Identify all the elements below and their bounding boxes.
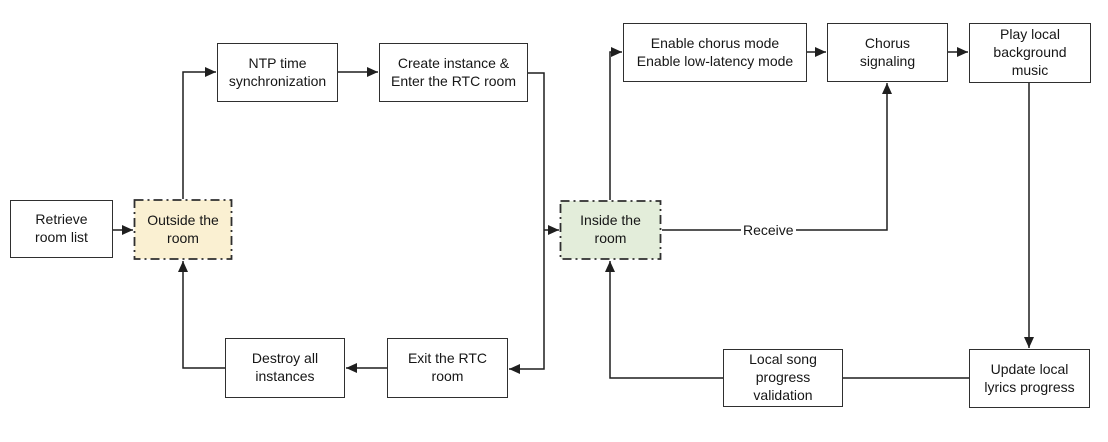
- node-outside-the-room: Outside the room: [147, 211, 219, 246]
- edge-create-to-exit: [509, 72, 545, 374]
- node-enable-chorus-low-latency: Enable chorus mode Enable low-latency mo…: [623, 23, 807, 82]
- edge-inside-to-enable: [609, 47, 622, 200]
- node-ntp-time-synchronization: NTP time synchronization: [217, 43, 338, 102]
- node-inside-the-room: Inside the room: [580, 212, 641, 246]
- edge-inside-receive-to-chorus: [662, 83, 892, 231]
- node-play-local-background-music: Play local background music: [969, 23, 1091, 83]
- edge-validation-to-inside: [605, 261, 723, 379]
- edge-label-receive: Receive: [741, 222, 796, 238]
- edge-destroy-to-outside: [178, 261, 225, 369]
- inside-the-room-shape: [559, 200, 662, 260]
- edge-outside-to-ntp: [182, 67, 216, 199]
- node-local-song-progress-validation: Local song progress validation: [723, 349, 843, 407]
- outside-the-room-shape: [133, 199, 233, 260]
- node-update-local-lyrics-progress: Update local lyrics progress: [969, 349, 1090, 408]
- node-create-instance-enter-rtc-room: Create instance & Enter the RTC room: [379, 43, 528, 102]
- node-chorus-signaling: Chorus signaling: [827, 23, 948, 82]
- node-exit-the-rtc-room: Exit the RTC room: [387, 338, 508, 398]
- node-destroy-all-instances: Destroy all instances: [225, 338, 345, 398]
- node-retrieve-room-list: Retrieve room list: [10, 200, 113, 258]
